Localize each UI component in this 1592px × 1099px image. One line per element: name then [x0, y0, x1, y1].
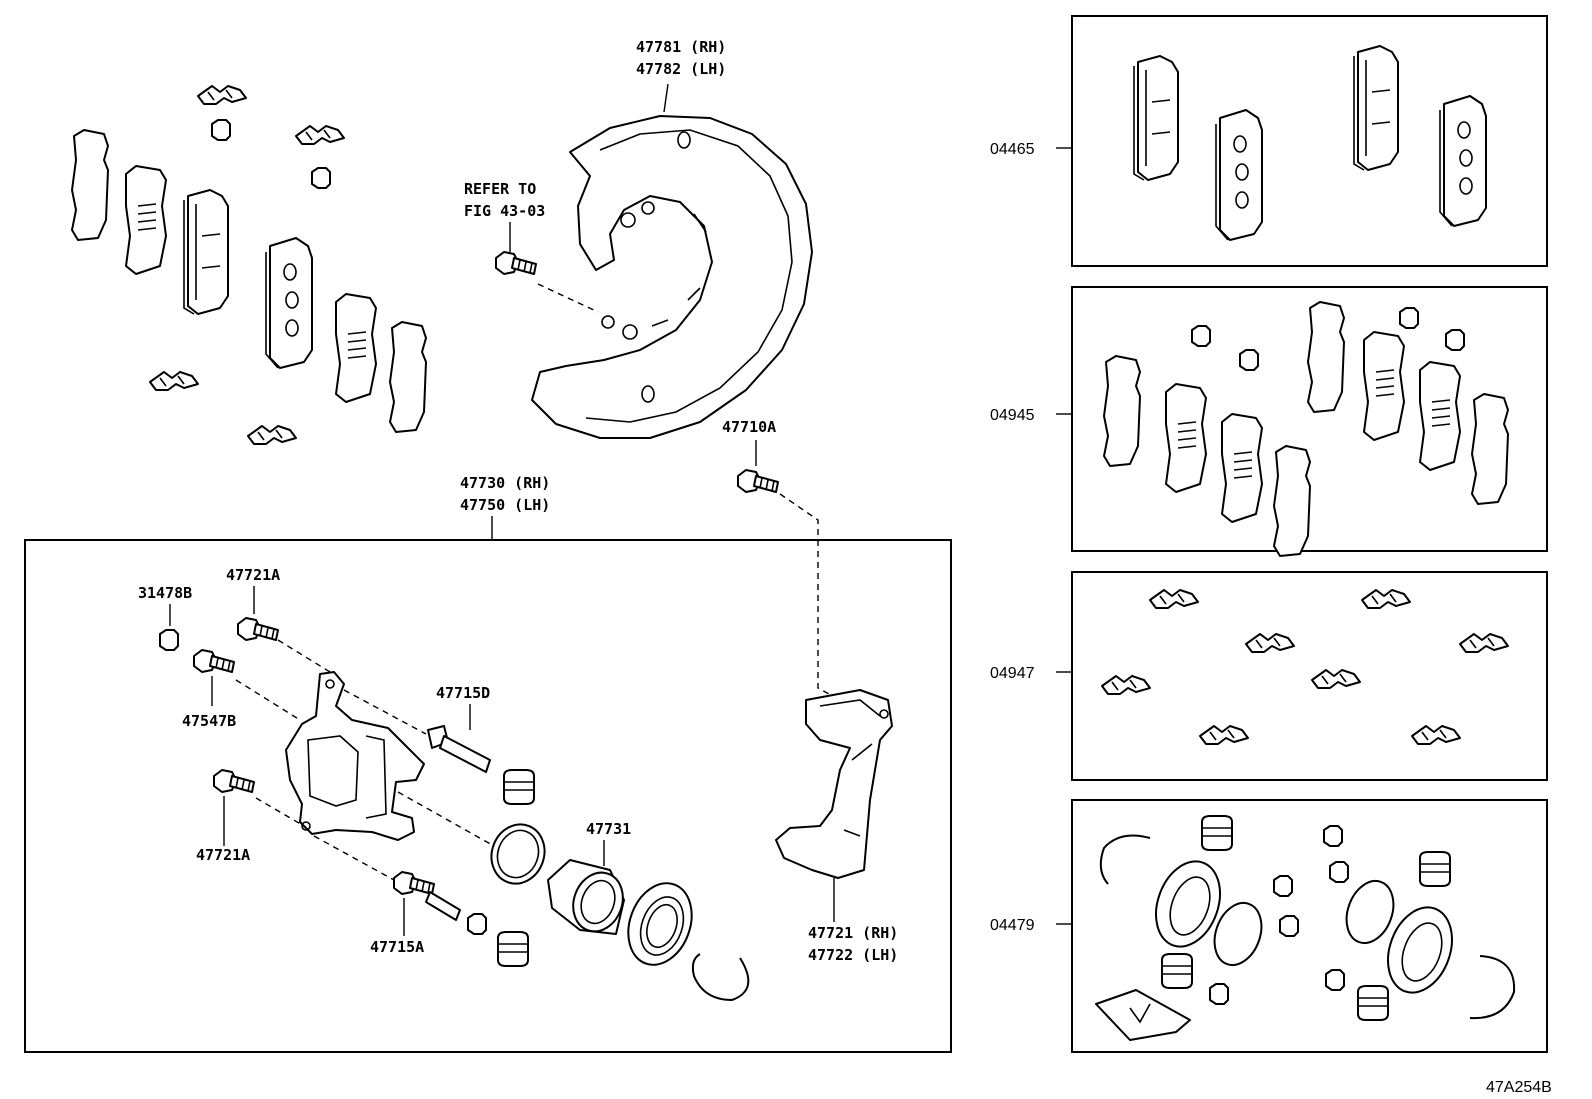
grease-packet: [1095, 989, 1191, 1041]
kit-box-04947: [1071, 571, 1548, 781]
inner-shim: [335, 293, 377, 403]
label-47731: 47731: [586, 820, 631, 838]
set-ring: [1469, 955, 1516, 1020]
label-04945: 04945: [990, 407, 1035, 424]
pad-clip: [211, 119, 231, 141]
label-47730-rh: 47730 (RH): [460, 474, 550, 492]
outer-shim: [1273, 445, 1311, 557]
brake-pad: [183, 189, 229, 315]
slide-pin-boot: [1201, 815, 1233, 851]
disc-brake-dust-cover: [531, 83, 813, 439]
bushing: [1209, 983, 1229, 1005]
cylinder-boot: [1387, 906, 1453, 994]
label-47750-lh: 47750 (LH): [460, 496, 550, 514]
bushing: [467, 913, 487, 935]
slide-pin-upper: [427, 725, 491, 773]
brake-pad: [265, 237, 313, 369]
inner-shim: [1419, 361, 1461, 471]
caliper-cylinder: [285, 671, 425, 841]
label-04479: 04479: [990, 917, 1035, 934]
label-04947: 04947: [990, 665, 1035, 682]
label-47710A: 47710A: [722, 418, 776, 436]
bleeder-cap: [159, 629, 179, 651]
outer-shim: [1471, 393, 1509, 505]
bushing: [1273, 875, 1293, 897]
pad-set-group: [71, 85, 427, 445]
inner-shim: [1165, 383, 1207, 493]
bleeder-cap: [1325, 969, 1345, 991]
kit-box-04479: [1071, 799, 1548, 1053]
cylinder-boot: [1155, 860, 1221, 948]
label-47782-lh: 47782 (LH): [636, 60, 726, 78]
label-refer-to: REFER TO: [464, 180, 536, 198]
piston: [547, 859, 625, 935]
anti-squeal-clip: [1411, 725, 1461, 745]
pad-clip: [1445, 329, 1465, 351]
inner-shim: [1221, 413, 1263, 523]
anti-squeal-clip: [1149, 589, 1199, 609]
label-47715D: 47715D: [436, 684, 490, 702]
anti-squeal-clip: [1311, 669, 1361, 689]
outer-shim: [71, 129, 109, 241]
label-31478B: 31478B: [138, 584, 192, 602]
label-refer-fig: FIG 43-03: [464, 202, 545, 220]
outer-shim: [1103, 355, 1141, 467]
slide-pin-boot: [1419, 851, 1451, 887]
mounting-bolt: [737, 469, 779, 493]
set-ring: [691, 953, 750, 1001]
piston-seal: [1213, 902, 1263, 966]
anti-squeal-clip: [1101, 675, 1151, 695]
figure-code: 47A254B: [1486, 1079, 1552, 1096]
bleeder-cap: [1323, 825, 1343, 847]
anti-squeal-clip: [1245, 633, 1295, 653]
cylinder-boot: [627, 882, 693, 966]
pad-clip: [1239, 349, 1259, 371]
slide-pin-boot: [1357, 985, 1389, 1021]
brake-pad: [1439, 95, 1487, 227]
caliper-bolt: [213, 769, 255, 793]
shield-bolt: [495, 251, 537, 275]
slide-pin-lower: [393, 871, 435, 895]
anti-squeal-clip: [295, 125, 345, 145]
slide-pin-boot: [503, 769, 535, 805]
outer-shim: [389, 321, 427, 433]
brake-pad: [1133, 55, 1179, 181]
caliper-mounting: [775, 689, 893, 879]
label-47547B: 47547B: [182, 712, 236, 730]
pad-clip: [1191, 325, 1211, 347]
label-04465: 04465: [990, 141, 1035, 158]
piston-seal: [490, 823, 546, 885]
label-47722-lh: 47722 (LH): [808, 946, 898, 964]
label-47721A-bottom: 47721A: [196, 846, 250, 864]
kit-box-04465: [1071, 15, 1548, 267]
label-47715A: 47715A: [370, 938, 424, 956]
set-ring: [1099, 834, 1151, 885]
kit-box-04945: [1071, 286, 1548, 552]
anti-squeal-clip: [1361, 589, 1411, 609]
anti-squeal-clip: [247, 425, 297, 445]
anti-squeal-clip: [149, 371, 199, 391]
pad-clip: [311, 167, 331, 189]
inner-shim: [1363, 331, 1405, 441]
brake-pad: [1353, 45, 1399, 171]
piston-seal: [1345, 880, 1395, 944]
slide-pin-boot: [497, 931, 529, 967]
brake-pad: [1215, 109, 1263, 241]
bushing: [1279, 915, 1299, 937]
label-47721A-top: 47721A: [226, 566, 280, 584]
inner-shim: [125, 165, 167, 275]
bleeder-cap: [1329, 861, 1349, 883]
label-47781-rh: 47781 (RH): [636, 38, 726, 56]
label-47721-rh: 47721 (RH): [808, 924, 898, 942]
caliper-bolt: [237, 617, 279, 641]
pad-clip: [1399, 307, 1419, 329]
caliper-assembly-box: [24, 539, 952, 1053]
slide-pin-boot: [1161, 953, 1193, 989]
bleeder-plug: [193, 649, 235, 673]
anti-squeal-clip: [1199, 725, 1249, 745]
anti-squeal-clip: [1459, 633, 1509, 653]
anti-squeal-clip: [197, 85, 247, 105]
outer-shim: [1307, 301, 1345, 413]
